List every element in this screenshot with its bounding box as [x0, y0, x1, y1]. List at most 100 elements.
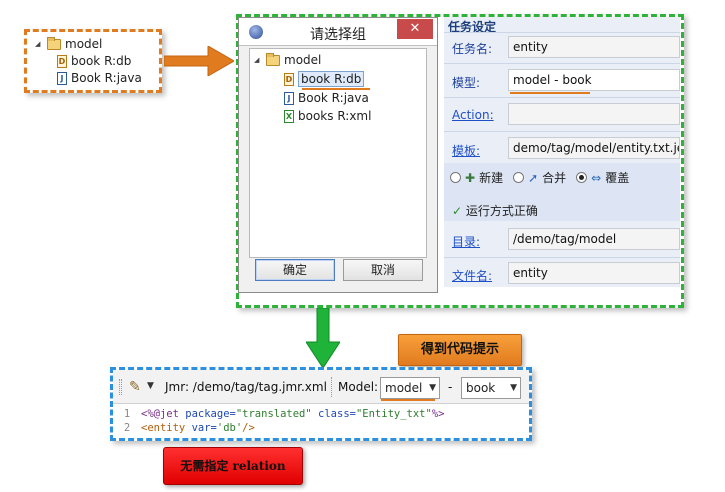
- model-dash: -: [448, 380, 453, 394]
- no-relation-callout: 无需指定 relation: [163, 447, 303, 485]
- filename-link[interactable]: 文件名:: [452, 269, 493, 283]
- task-settings-panel: 任务设定 任务名: entity 模型: model - book Action…: [444, 17, 680, 287]
- book-select[interactable]: book ▼: [461, 377, 521, 399]
- tree-item-label: book R:db: [298, 71, 365, 87]
- tag-open: <entity: [141, 422, 192, 434]
- task-name-field[interactable]: entity: [508, 36, 680, 58]
- db-file-icon: D: [57, 54, 67, 68]
- chevron-down-icon: ▼: [429, 383, 436, 393]
- radio-new-label: 新建: [479, 171, 504, 185]
- filename-field[interactable]: entity: [508, 262, 680, 284]
- run-mode-status-text: 运行方式正确: [465, 204, 538, 218]
- highlight-underline: [510, 92, 590, 94]
- code-line-1: 1 <%@jet package="translated" class="Enti…: [113, 407, 445, 421]
- book-select-value: book: [466, 381, 496, 395]
- template-field[interactable]: demo/tag/model/entity.txt.jet: [508, 137, 680, 159]
- dialog-title: 请选择组: [310, 27, 366, 43]
- tree-root-model[interactable]: ◢ model: [254, 52, 322, 67]
- divider: [444, 131, 680, 132]
- tree-item-books-xml[interactable]: X books R:xml: [284, 109, 371, 123]
- code-line-2: 2 <entity var='db'/>: [113, 421, 255, 435]
- value-class: "Entity_txt": [355, 408, 432, 420]
- group-tree: ◢ model D book R:db J Book R:java X book…: [249, 48, 427, 258]
- chevron-down-icon: ▼: [510, 383, 517, 393]
- tag-close: />: [242, 422, 255, 434]
- tag-tool-icon[interactable]: ✎: [129, 379, 141, 395]
- chevron-down-icon[interactable]: ▼: [147, 381, 154, 391]
- directive-close: %>: [431, 408, 445, 420]
- close-button[interactable]: ✕: [397, 19, 433, 39]
- tree-item-book-db[interactable]: D book R:db: [284, 71, 365, 87]
- attr-package: package=: [185, 408, 236, 420]
- attr-var: var=: [191, 422, 217, 434]
- action-field[interactable]: [508, 103, 680, 125]
- line-number: 1: [123, 408, 131, 420]
- overwrite-icon: ⇔: [591, 170, 602, 185]
- dir-field[interactable]: /demo/tag/model: [508, 228, 680, 250]
- java-file-icon: J: [284, 91, 294, 105]
- down-arrow-icon: [306, 308, 340, 368]
- task-name-label: 任务名:: [452, 42, 493, 56]
- dialog-titlebar: 请选择组 ✕: [239, 18, 437, 46]
- check-icon: ✓: [452, 204, 463, 218]
- highlight-underline: [302, 88, 370, 90]
- right-arrow-icon: [164, 46, 234, 76]
- code-hint-callout: 得到代码提示: [398, 334, 522, 366]
- tree-item-label: Book R:java: [298, 91, 369, 105]
- tree-root-model[interactable]: ◢ model: [35, 36, 103, 51]
- model-select-value: model: [385, 381, 423, 395]
- tree-item-label: books R:xml: [298, 109, 372, 123]
- model-label: Model:: [338, 380, 379, 394]
- directive-open: <%@jet: [141, 408, 186, 420]
- eclipse-icon: [249, 25, 263, 39]
- expand-triangle-icon[interactable]: ◢: [254, 56, 260, 64]
- run-mode-status: ✓ 运行方式正确: [452, 202, 538, 219]
- highlight-underline: [381, 399, 435, 401]
- model-select[interactable]: model ▼: [380, 377, 440, 399]
- tree-root-label: model: [284, 53, 322, 67]
- new-icon: ✚: [465, 170, 476, 185]
- ok-button[interactable]: 确定: [255, 259, 335, 281]
- divider: [444, 257, 680, 258]
- action-link[interactable]: Action:: [452, 108, 494, 122]
- package-icon: [47, 36, 61, 50]
- line-number: 2: [123, 422, 131, 434]
- tree-item-book-db[interactable]: D book R:db: [57, 54, 131, 68]
- tree-item-book-java[interactable]: J Book R:java: [284, 91, 369, 105]
- source-tree-panel: ◢ model D book R:db J Book R:java: [24, 29, 162, 93]
- jmr-file-label: Jmr: /demo/tag/tag.jmr.xml: [165, 380, 327, 394]
- java-file-icon: J: [57, 71, 67, 85]
- jmr-editor-panel: ✎ ▼ Jmr: /demo/tag/tag.jmr.xml Model: mo…: [110, 367, 532, 441]
- template-link[interactable]: 模板:: [452, 144, 481, 158]
- radio-merge[interactable]: [513, 172, 525, 183]
- model-field[interactable]: model - book: [508, 69, 680, 91]
- run-mode-radios: ✚ 新建 ➚ 合并 ⇔ 覆盖: [450, 169, 629, 186]
- settings-title: 任务设定: [448, 20, 497, 34]
- attr-class: class=: [318, 408, 356, 420]
- toolbar-grip[interactable]: [119, 379, 122, 395]
- db-file-icon: D: [284, 72, 294, 86]
- editor-toolbar: ✎ ▼ Jmr: /demo/tag/tag.jmr.xml Model: mo…: [113, 370, 529, 404]
- tree-root-label: model: [65, 37, 103, 51]
- tree-item-label: book R:db: [71, 54, 132, 68]
- expand-triangle-icon[interactable]: ◢: [35, 40, 41, 48]
- dir-link[interactable]: 目录:: [452, 235, 481, 249]
- tree-item-book-java[interactable]: J Book R:java: [57, 71, 142, 85]
- radio-overwrite-label: 覆盖: [605, 171, 630, 185]
- radio-merge-label: 合并: [542, 171, 567, 185]
- merge-icon: ➚: [528, 170, 539, 185]
- value-package: "translated": [235, 408, 319, 420]
- value-var: 'db': [216, 422, 243, 434]
- xml-file-icon: X: [284, 109, 294, 123]
- divider: [444, 32, 680, 33]
- tree-item-label: Book R:java: [71, 71, 142, 85]
- divider: [444, 63, 680, 64]
- model-label: 模型:: [452, 76, 481, 90]
- toolbar-separator: [331, 377, 332, 397]
- cancel-button[interactable]: 取消: [343, 259, 423, 281]
- radio-overwrite[interactable]: [576, 172, 588, 183]
- run-mode-box: [444, 163, 680, 221]
- package-icon: [266, 52, 280, 66]
- select-group-dialog: 请选择组 ✕ ◢ model D book R:db J Book R:java…: [238, 17, 438, 293]
- radio-new[interactable]: [450, 172, 461, 183]
